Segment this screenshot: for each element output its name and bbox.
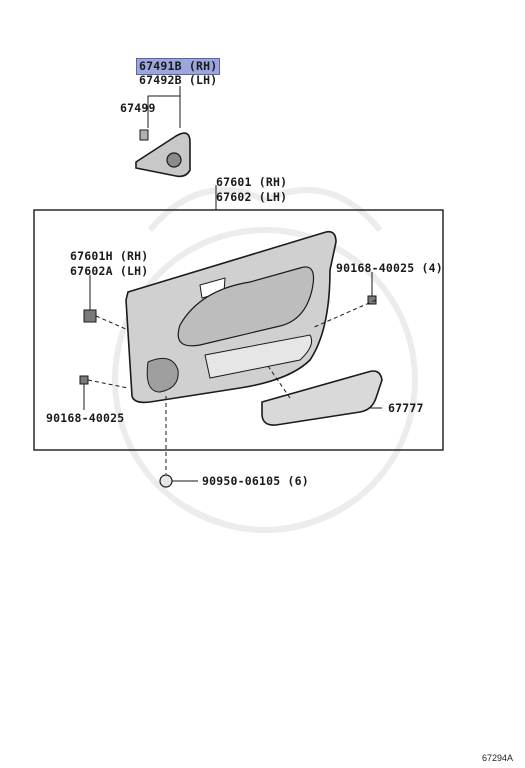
mirror-trim-cover (135, 132, 191, 178)
figure-id: 67294A (482, 753, 514, 763)
clip-67499 (139, 129, 149, 141)
label-trim-rh: 67491B (RH) (136, 58, 221, 75)
door-pocket (261, 370, 383, 426)
label-screw-4: 90168-40025 (4) (336, 261, 443, 275)
label-pocket: 67777 (388, 401, 424, 415)
label-clip: 67499 (120, 101, 156, 115)
hole-plug (159, 474, 198, 488)
label-panel-rh: 67601 (RH) (216, 175, 288, 189)
label-board-lh: 67602A (LH) (70, 264, 149, 278)
door-trim-panel (125, 230, 337, 404)
screw-left (79, 375, 89, 385)
label-board-rh: 67601H (RH) (70, 249, 149, 263)
label-plug: 90950-06105 (6) (202, 474, 309, 488)
label-trim-lh: 67492B (LH) (139, 73, 218, 87)
assembly-frame (33, 209, 444, 451)
label-screw-1: 90168-40025 (46, 411, 125, 425)
fastener-clip (83, 309, 97, 323)
label-panel-lh: 67602 (LH) (216, 190, 288, 204)
assembly-dashes (87, 299, 377, 474)
